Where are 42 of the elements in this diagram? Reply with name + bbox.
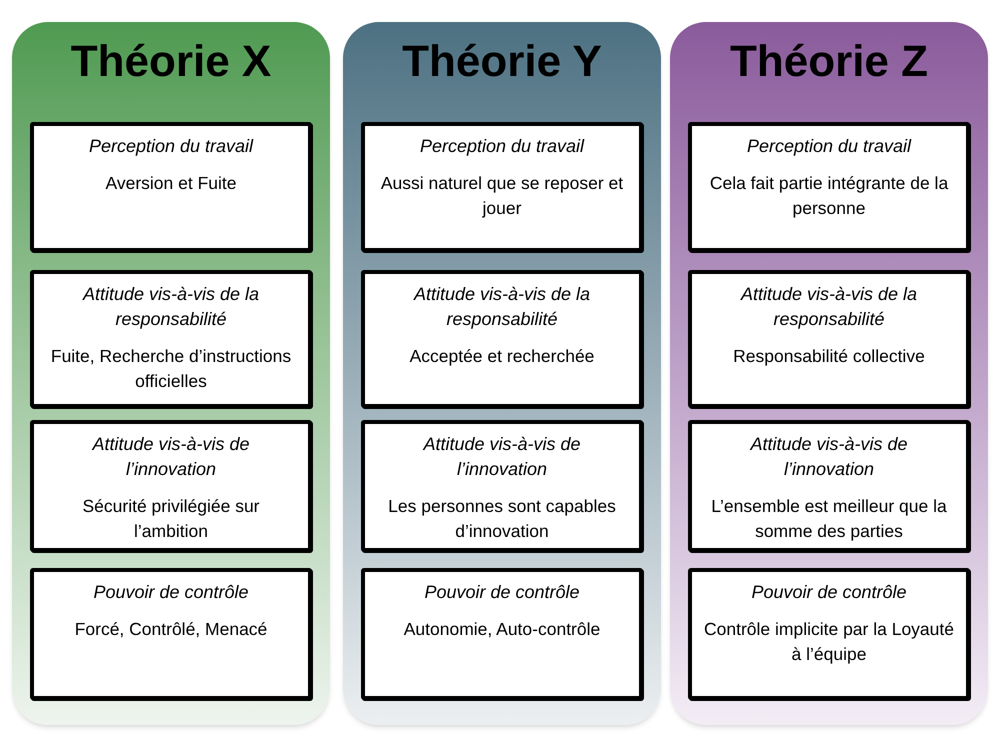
card-heading: Pouvoir de contrôle	[424, 581, 580, 604]
card-heading: Pouvoir de contrôle	[751, 581, 907, 604]
card-text: Cela fait partie intégrante de la personne	[708, 172, 950, 220]
card-heading: Perception du travail	[88, 135, 254, 158]
criterion-card	[30, 568, 312, 700]
column-title: Théorie Z	[728, 40, 930, 84]
card-heading: Attitude vis-à-vis de la responsabilité	[739, 283, 918, 331]
card-heading: Attitude vis-à-vis de l’innovation	[422, 433, 582, 481]
theory-column	[343, 22, 661, 725]
card-text: Les personnes sont capables d’innovation	[387, 495, 617, 543]
card-text: L’ensemble est meilleur que la somme des parties	[710, 495, 948, 543]
criterion-card	[361, 568, 643, 700]
card-text: Aussi naturel que se reposer et jouer	[380, 172, 624, 220]
card-heading: Pouvoir de contrôle	[93, 581, 249, 604]
criterion-card	[361, 420, 643, 552]
card-heading: Perception du travail	[746, 135, 912, 158]
card-text: Aversion et Fuite	[106, 172, 236, 195]
criterion-card	[361, 122, 643, 252]
card-heading: Attitude vis-à-vis de la responsabilité	[81, 283, 260, 331]
criterion-card	[30, 270, 312, 408]
card-text: Acceptée et recherchée	[410, 345, 594, 368]
card-heading: Attitude vis-à-vis de la responsabilité	[412, 283, 592, 331]
card-text: Responsabilité collective	[733, 345, 925, 368]
column-title: Théorie Y	[401, 40, 603, 84]
criterion-card	[688, 568, 970, 700]
card-heading: Perception du travail	[420, 135, 584, 158]
theory-column	[12, 22, 330, 725]
criterion-card	[688, 270, 970, 408]
criterion-card	[688, 122, 970, 252]
card-heading: Attitude vis-à-vis de l’innovation	[748, 433, 909, 481]
theory-column	[670, 22, 988, 725]
criterion-card	[361, 270, 643, 408]
card-text: Forcé, Contrôlé, Menacé	[74, 618, 268, 641]
criterion-card	[30, 420, 312, 552]
criterion-card	[688, 420, 970, 552]
column-title: Théorie X	[70, 40, 272, 84]
card-heading: Attitude vis-à-vis de l’innovation	[90, 433, 251, 481]
card-text: Fuite, Recherche d’instructions officielles	[50, 345, 292, 393]
card-text: Contrôle implicite par la Loyauté à l’équipe	[704, 618, 954, 666]
criterion-card	[30, 122, 312, 252]
card-text: Autonomie, Auto-contrôle	[404, 618, 600, 641]
card-text: Sécurité privilégiée sur l’ambition	[81, 495, 261, 543]
